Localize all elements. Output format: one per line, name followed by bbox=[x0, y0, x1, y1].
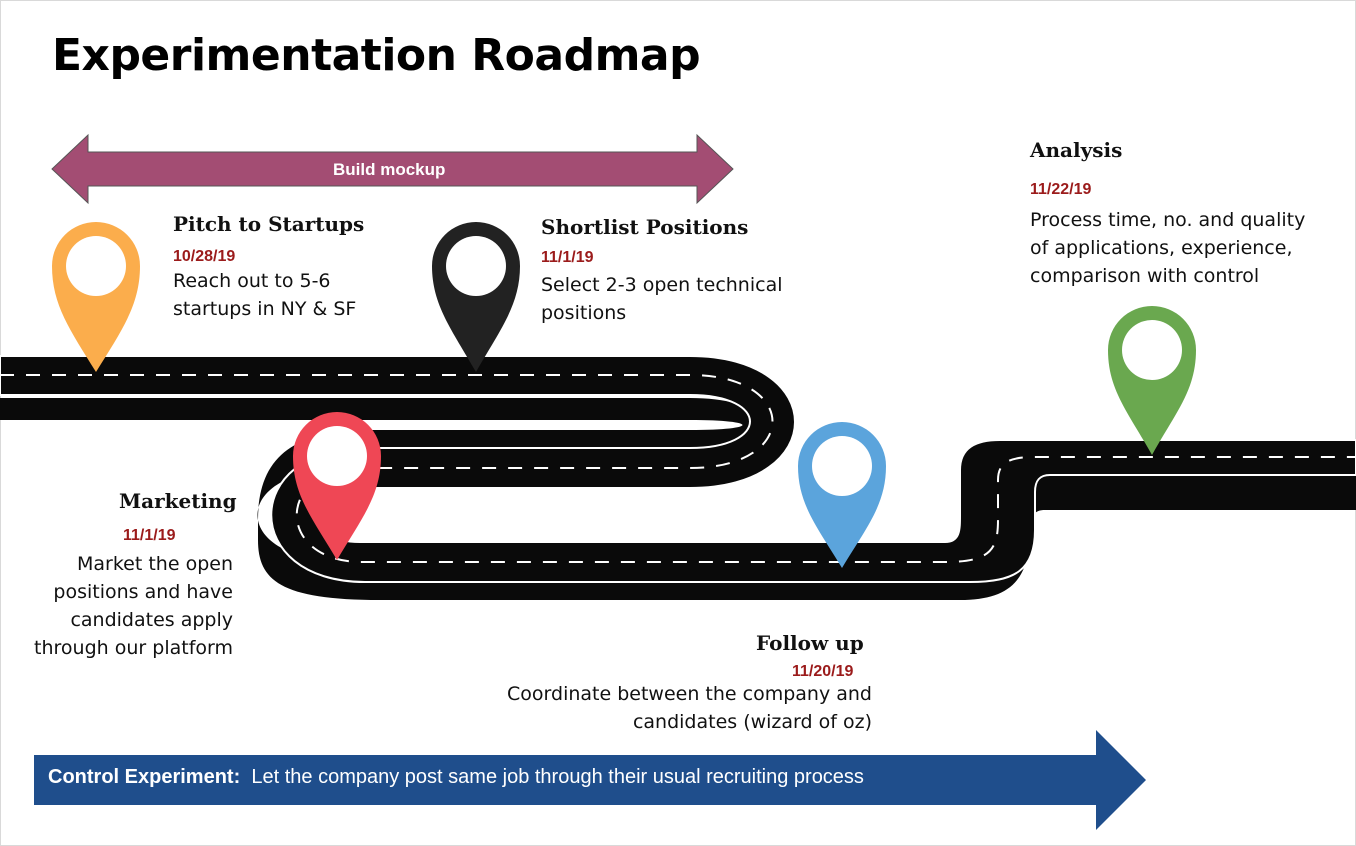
control-experiment-arrow bbox=[34, 730, 1146, 830]
analysis-title: Analysis bbox=[1030, 138, 1123, 162]
pin-pitch-hole bbox=[66, 236, 126, 296]
marketing-description-line: Market the open bbox=[77, 553, 233, 575]
followup-description-line: candidates (wizard of oz) bbox=[632, 711, 872, 733]
pin-analysis-hole bbox=[1122, 320, 1182, 380]
analysis-description-line: of applications, experience, bbox=[1030, 237, 1293, 259]
followup-description-line: Coordinate between the company and bbox=[507, 683, 872, 705]
pin-followup bbox=[798, 422, 886, 568]
marketing-description-line: through our platform bbox=[34, 637, 233, 659]
shortlist-description-line: positions bbox=[541, 302, 627, 324]
control-experiment-description: Let the company post same job through th… bbox=[251, 766, 864, 788]
marketing-description-line: candidates apply bbox=[70, 609, 233, 631]
marketing-description: Market the open positions and have candi… bbox=[14, 550, 233, 662]
shortlist-description: Select 2-3 open technical positions bbox=[541, 271, 783, 327]
control-experiment-label: Control Experiment: bbox=[48, 766, 241, 788]
followup-date: 11/20/19 bbox=[792, 663, 854, 680]
marketing-title: Marketing bbox=[119, 489, 237, 513]
followup-description: Coordinate between the company and candi… bbox=[440, 680, 872, 736]
pin-followup-hole bbox=[812, 436, 872, 496]
pitch-description-line: Reach out to 5-6 bbox=[173, 270, 331, 292]
followup-title: Follow up bbox=[756, 631, 864, 655]
pitch-title: Pitch to Startups bbox=[173, 212, 365, 236]
pin-pitch bbox=[52, 222, 140, 372]
shortlist-description-line: Select 2-3 open technical bbox=[541, 274, 783, 296]
build-mockup-label: Build mockup bbox=[333, 160, 446, 179]
build-mockup-arrow bbox=[51, 133, 734, 205]
marketing-description-line: positions and have bbox=[53, 581, 233, 603]
shortlist-date: 11/1/19 bbox=[541, 249, 594, 266]
pitch-description: Reach out to 5-6 startups in NY & SF bbox=[173, 267, 356, 323]
control-experiment-text: Control Experiment: Let the company post… bbox=[48, 766, 864, 789]
analysis-description: Process time, no. and quality of applica… bbox=[1030, 206, 1305, 290]
road-center-line bbox=[0, 374, 1356, 563]
pin-shortlist bbox=[432, 222, 520, 372]
analysis-description-line: Process time, no. and quality bbox=[1030, 209, 1306, 231]
pin-marketing-hole bbox=[307, 426, 367, 486]
pitch-date: 10/28/19 bbox=[173, 248, 236, 265]
pin-shortlist-hole bbox=[446, 236, 506, 296]
shortlist-title: Shortlist Positions bbox=[541, 215, 749, 239]
pin-analysis bbox=[1108, 306, 1196, 455]
page-title: Experimentation Roadmap bbox=[52, 30, 701, 81]
analysis-description-line: comparison with control bbox=[1030, 265, 1260, 287]
analysis-date: 11/22/19 bbox=[1030, 181, 1092, 198]
marketing-date: 11/1/19 bbox=[123, 527, 176, 544]
pin-marketing bbox=[293, 412, 381, 560]
pitch-description-line: startups in NY & SF bbox=[173, 298, 357, 320]
